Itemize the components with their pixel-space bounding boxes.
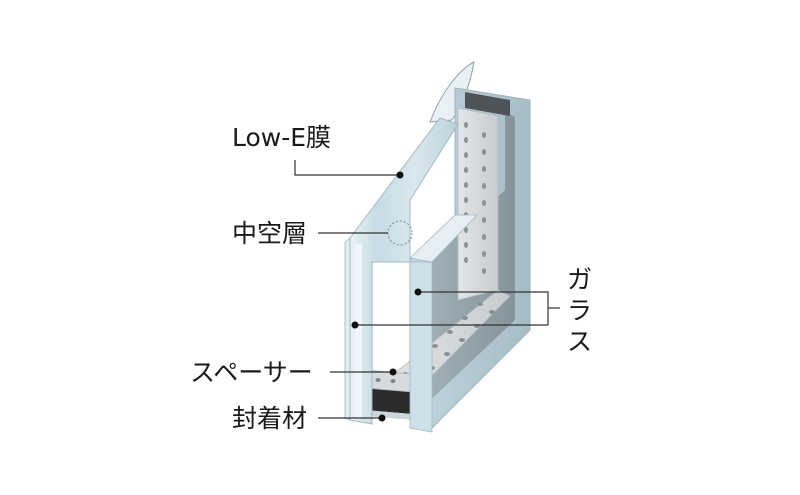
glass-label-3: ス bbox=[567, 327, 592, 356]
spacer-label: スペーサー bbox=[190, 358, 313, 387]
glass-dot-outer bbox=[351, 321, 359, 329]
low-e-label: Low-E膜 bbox=[232, 123, 331, 152]
low-e-leader bbox=[294, 160, 400, 176]
spacer-perforations-vertical bbox=[464, 122, 486, 274]
sealant-block bbox=[365, 388, 412, 414]
front-glass-edge bbox=[344, 237, 351, 421]
inner-glass-top bbox=[409, 214, 478, 263]
spacer-end-dots bbox=[375, 378, 396, 383]
low-e-dot bbox=[396, 171, 404, 179]
air-gap-label: 中空層 bbox=[232, 219, 307, 248]
sealant-label: 封着材 bbox=[232, 404, 307, 433]
inner-glass-face bbox=[409, 261, 433, 433]
glass-label-2: ラ bbox=[567, 296, 592, 325]
sealant-dot bbox=[378, 414, 386, 422]
glass-label-1: ガ bbox=[567, 265, 592, 294]
glass-dot-inner bbox=[414, 288, 422, 296]
spacer-dot bbox=[389, 368, 397, 376]
glass-highlight bbox=[355, 244, 362, 418]
glass-leader-upper bbox=[418, 291, 549, 325]
top-spacer-cap bbox=[465, 92, 510, 116]
sealant-bottom-edge bbox=[365, 410, 412, 420]
top-spacer bbox=[457, 107, 499, 301]
